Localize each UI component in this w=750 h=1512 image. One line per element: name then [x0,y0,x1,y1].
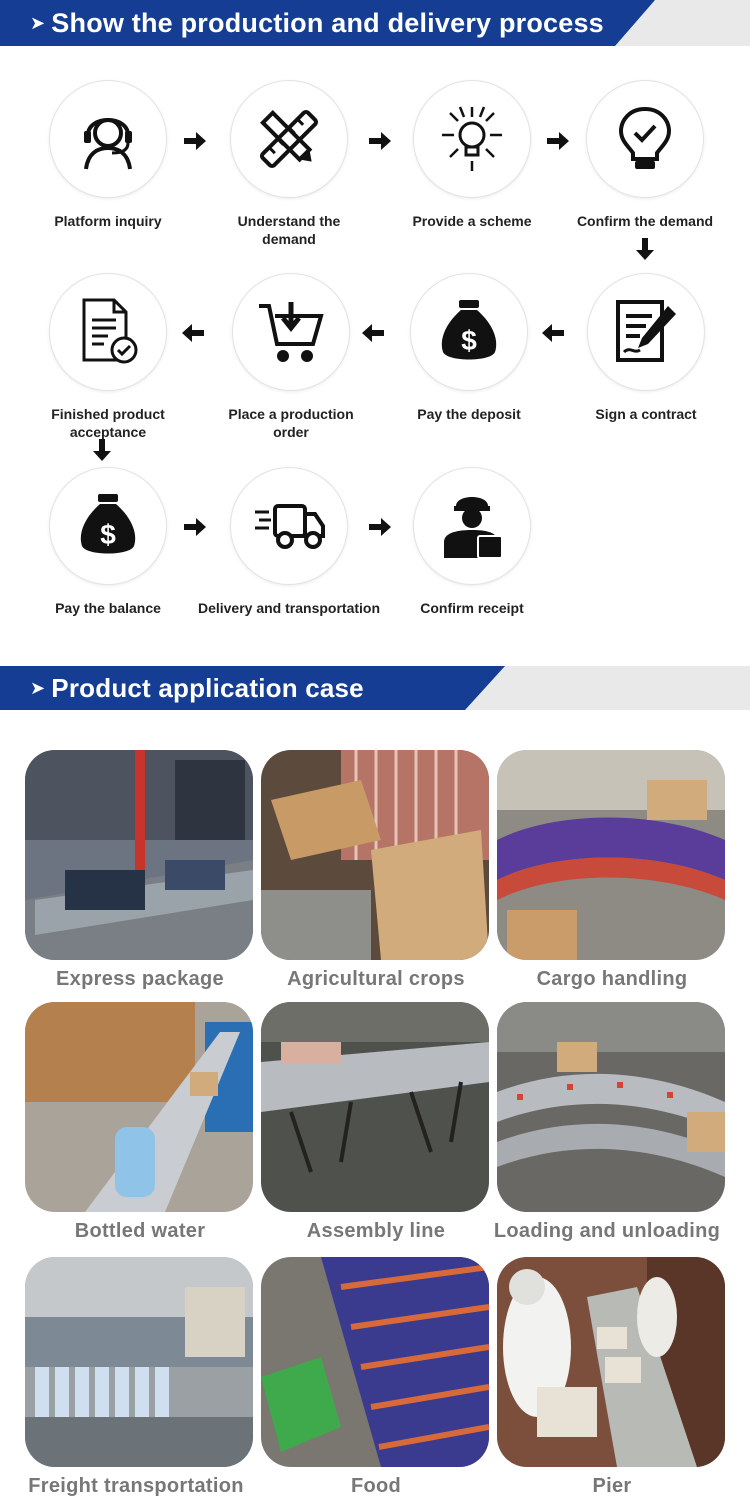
truck-icon [230,467,348,585]
case-photo [497,750,725,960]
step-pay-balance: $ Pay the balance [28,467,188,617]
case-food: Food [261,1257,491,1498]
money-bag-icon: $ [49,467,167,585]
svg-text:$: $ [100,519,116,550]
arrow-left-icon [180,320,206,346]
case-express-package: Express package [25,750,255,991]
arrow-down-icon [632,236,658,262]
step-place-order: Place a production order [211,273,371,441]
step-confirm-demand: Confirm the demand [565,80,725,230]
case-loading-unloading: Loading and unloading [494,1002,727,1243]
step-pay-deposit: $ Pay the deposit [389,273,549,423]
case-photo [25,750,253,960]
case-photo [25,1257,253,1467]
step-provide-scheme: Provide a scheme [392,80,552,230]
step-confirm-receipt: Confirm receipt [392,467,552,617]
document-check-icon [49,273,167,391]
cart-icon [232,273,350,391]
case-agricultural-crops: Agricultural crops [261,750,491,991]
case-cargo-handling: Cargo handling [497,750,727,991]
case-photo [497,1257,725,1467]
case-assembly-line: Assembly line [261,1002,491,1243]
arrow-left-icon [540,320,566,346]
arrow-right-icon [367,514,393,540]
step-platform-inquiry: Platform inquiry [28,80,188,230]
pencil-ruler-icon [230,80,348,198]
arrow-down-icon [89,437,115,463]
section-banner-cases: ➤Product application case [0,666,750,710]
arrow-right-icon [545,128,571,154]
courier-icon [413,467,531,585]
arrow-right-icon [182,514,208,540]
headset-icon [49,80,167,198]
case-bottled-water: Bottled water [25,1002,255,1243]
step-delivery: Delivery and transportation [198,467,380,617]
bulb-check-icon [586,80,704,198]
lightbulb-icon [413,80,531,198]
arrow-left-icon [360,320,386,346]
contract-icon [587,273,705,391]
step-finished-acceptance: Finished product acceptance [28,273,188,441]
arrow-right-icon [367,128,393,154]
case-photo [261,1002,489,1212]
case-freight-transportation: Freight transportation [25,1257,255,1498]
section-title: ➤Show the production and delivery proces… [30,7,604,38]
case-photo [25,1002,253,1212]
step-sign-contract: Sign a contract [566,273,726,423]
section-title: ➤Product application case [30,672,364,703]
case-photo [497,1002,725,1212]
case-photo [261,1257,489,1467]
arrow-right-icon [182,128,208,154]
svg-text:$: $ [461,325,477,356]
step-understand-demand: Understand the demand [209,80,369,248]
money-bag-icon: $ [410,273,528,391]
case-photo [261,750,489,960]
case-pier: Pier [497,1257,727,1498]
section-banner-process: ➤Show the production and delivery proces… [0,0,750,46]
